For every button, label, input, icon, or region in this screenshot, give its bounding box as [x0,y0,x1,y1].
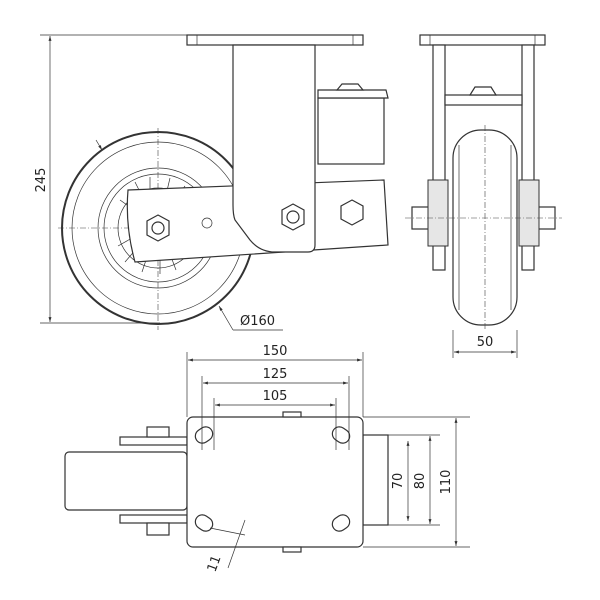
axle-nut-hex [146,214,170,242]
axle-nut-bore [151,221,165,235]
spring-bolt-head-front [468,86,498,96]
axle-nut-icon [146,214,170,242]
extension-line [209,527,246,536]
bolt-head-top [146,426,170,438]
pivot-nut-bore [286,210,300,224]
wheel-width-label: 50 [477,335,494,350]
swing-arm-bottom [119,514,188,524]
front-view: 50 [405,34,562,358]
spring-bolt-head [335,83,365,91]
hex-bolt-icon [340,199,364,226]
mounting-slot [331,514,351,532]
swing-arm-right [518,179,540,247]
mounting-slot [194,426,214,444]
tread-leader-arrow [95,139,103,151]
grease-nipple [201,217,213,229]
top-plate-side [186,34,364,46]
hole-spacing-80-label: 80 [413,473,428,490]
plate-tab-top [282,411,302,418]
hole-spacing-outer-label: 125 [263,367,288,382]
spring-housing-cap-front [444,94,523,106]
mounting-slot [331,426,351,444]
slot-width-label: 11 [205,553,225,574]
pivot-nut-icon [281,203,305,231]
top-plate-front [419,34,546,46]
height-dimension-label: 245 [34,168,49,193]
plate-length-label: 150 [263,344,288,359]
base-plate [186,416,364,548]
hole-spacing-70-label: 70 [391,473,406,490]
swing-arm-left [427,179,449,247]
wheel-diameter-label: Ø160 [240,314,275,329]
bolt-head-bottom [146,522,170,536]
top-view: 150 125 105 70 80 110 11 [64,344,470,574]
spring-housing [317,97,385,165]
wheel-top [64,451,188,511]
swing-arm-top [119,436,188,446]
pivot-nut-hex [281,203,305,231]
fork-stem [232,44,316,253]
plate-width-label: 110 [439,470,454,495]
diameter-leader-arrow [218,305,234,331]
side-view: 245 Ø160 [34,34,389,331]
hole-spacing-inner-label: 105 [263,389,288,404]
plate-tab-bottom [282,546,302,553]
spring-housing-cap [317,89,389,99]
slot-width-dimension-line [227,519,246,569]
spring-housing-top [362,434,389,526]
